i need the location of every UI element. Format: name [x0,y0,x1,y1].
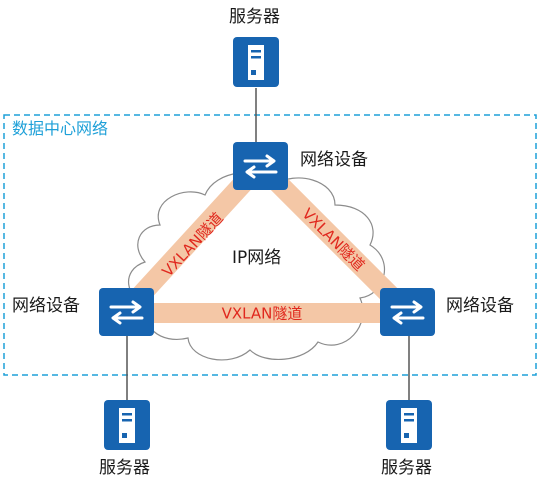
device-label-left: 网络设备 [12,296,80,316]
datacenter-region-border [3,114,537,376]
tunnel-label-bottom: VXLAN隧道 [222,305,303,323]
device-label-top: 网络设备 [300,150,368,170]
switch-icon-right [380,288,435,336]
server-icon-top [233,37,279,87]
ip-network-label: IP网络 [232,248,282,268]
vxlan-tunnel-bottom: VXLAN隧道 [127,303,405,323]
server-label-left: 服务器 [99,458,150,478]
datacenter-region-label: 数据中心网络 [12,119,109,138]
server-label-top: 服务器 [229,7,280,27]
server-icon-right [386,400,432,450]
server-label-right: 服务器 [381,458,432,478]
switch-icon-left [99,288,154,336]
switch-icon-top [233,142,288,190]
server-icon-left [104,400,150,450]
device-label-right: 网络设备 [446,296,514,316]
